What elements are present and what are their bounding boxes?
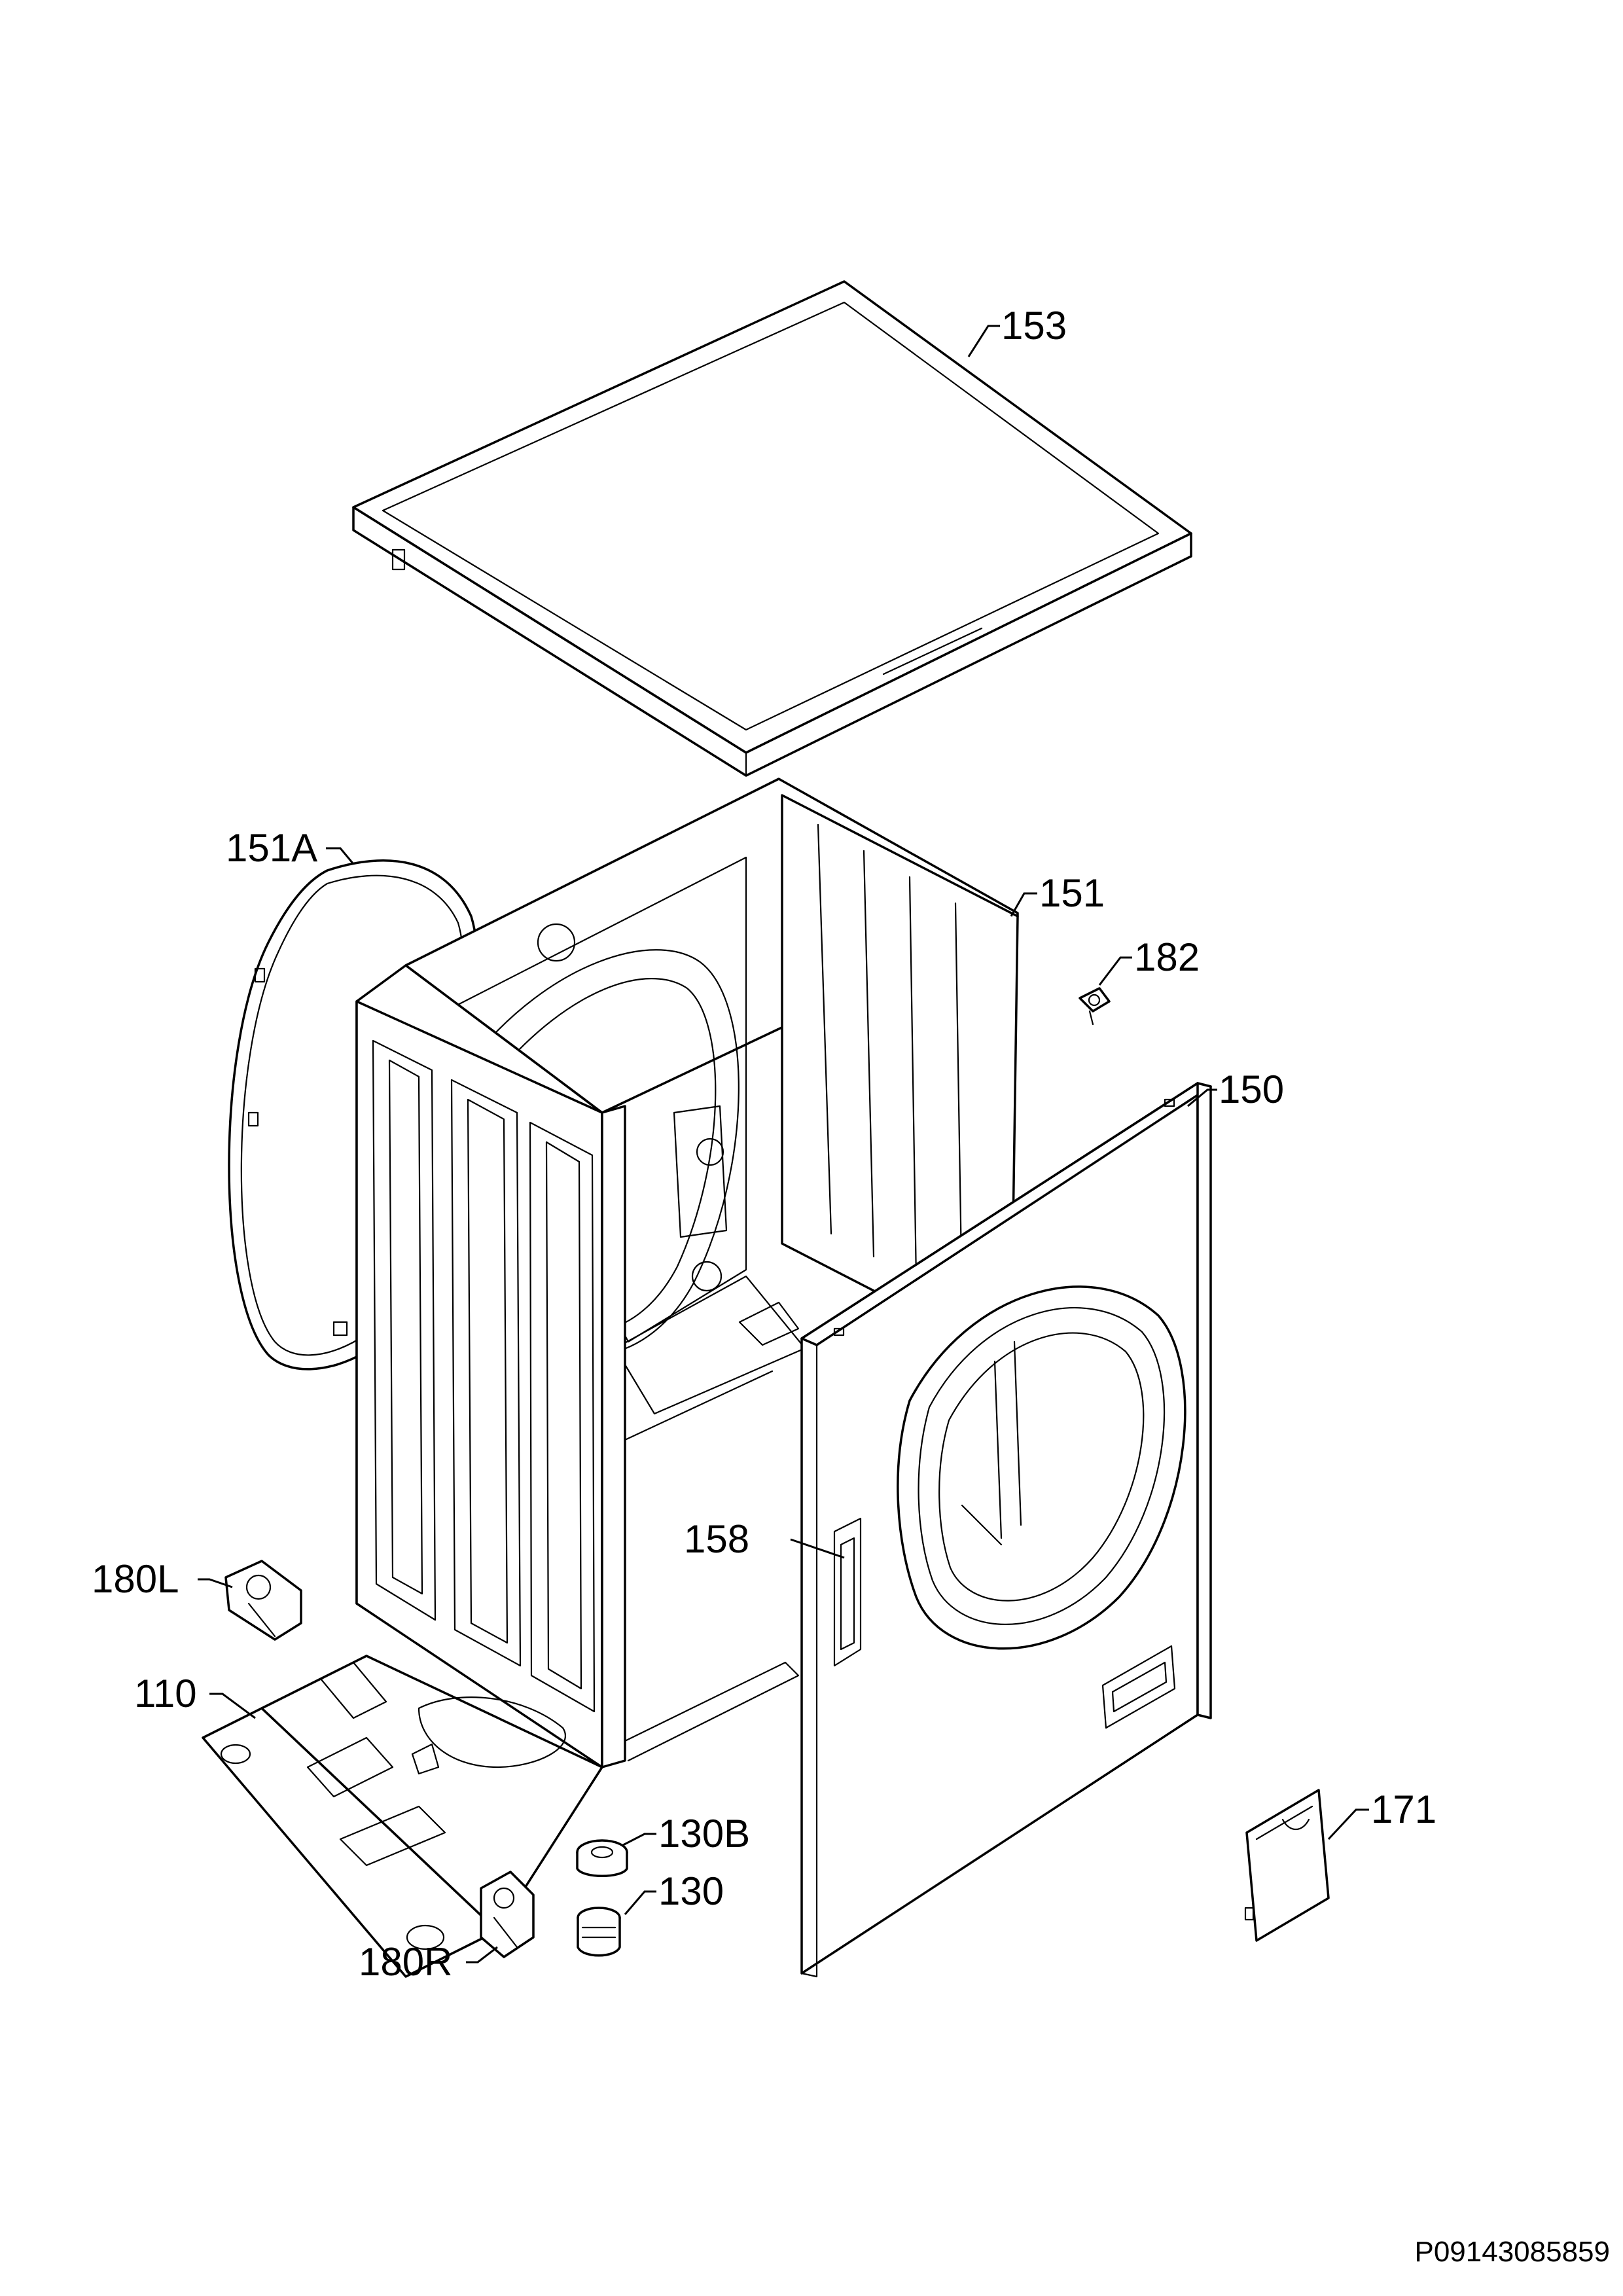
foot-130 — [577, 1907, 621, 1957]
base-plate-110 — [202, 1655, 603, 1978]
label-171: 171 — [1371, 1787, 1436, 1831]
label-158: 158 — [684, 1517, 749, 1561]
front-panel-150 — [800, 1082, 1212, 1978]
foot-nut-130B — [576, 1839, 628, 1877]
label-130: 130 — [658, 1869, 724, 1913]
cabinet-151 — [355, 778, 1019, 1768]
label-182: 182 — [1134, 935, 1200, 979]
drawing-code: P09143085859 — [1414, 2236, 1610, 2268]
label-150: 150 — [1219, 1067, 1284, 1111]
label-130B: 130B — [658, 1812, 750, 1856]
top-cover-153 — [352, 280, 1192, 777]
label-153: 153 — [1001, 304, 1067, 348]
label-151A: 151A — [226, 826, 317, 870]
filter-cover-171 — [1244, 1789, 1330, 1942]
foot-bracket-180R — [480, 1871, 535, 1958]
label-180R: 180R — [359, 1940, 452, 1984]
foot-bracket-180L — [224, 1560, 302, 1641]
label-151: 151 — [1039, 871, 1105, 915]
label-110: 110 — [134, 1672, 197, 1715]
leader-lines — [198, 325, 1369, 1964]
label-180L: 180L — [92, 1557, 179, 1601]
clip-182 — [1079, 987, 1111, 1026]
